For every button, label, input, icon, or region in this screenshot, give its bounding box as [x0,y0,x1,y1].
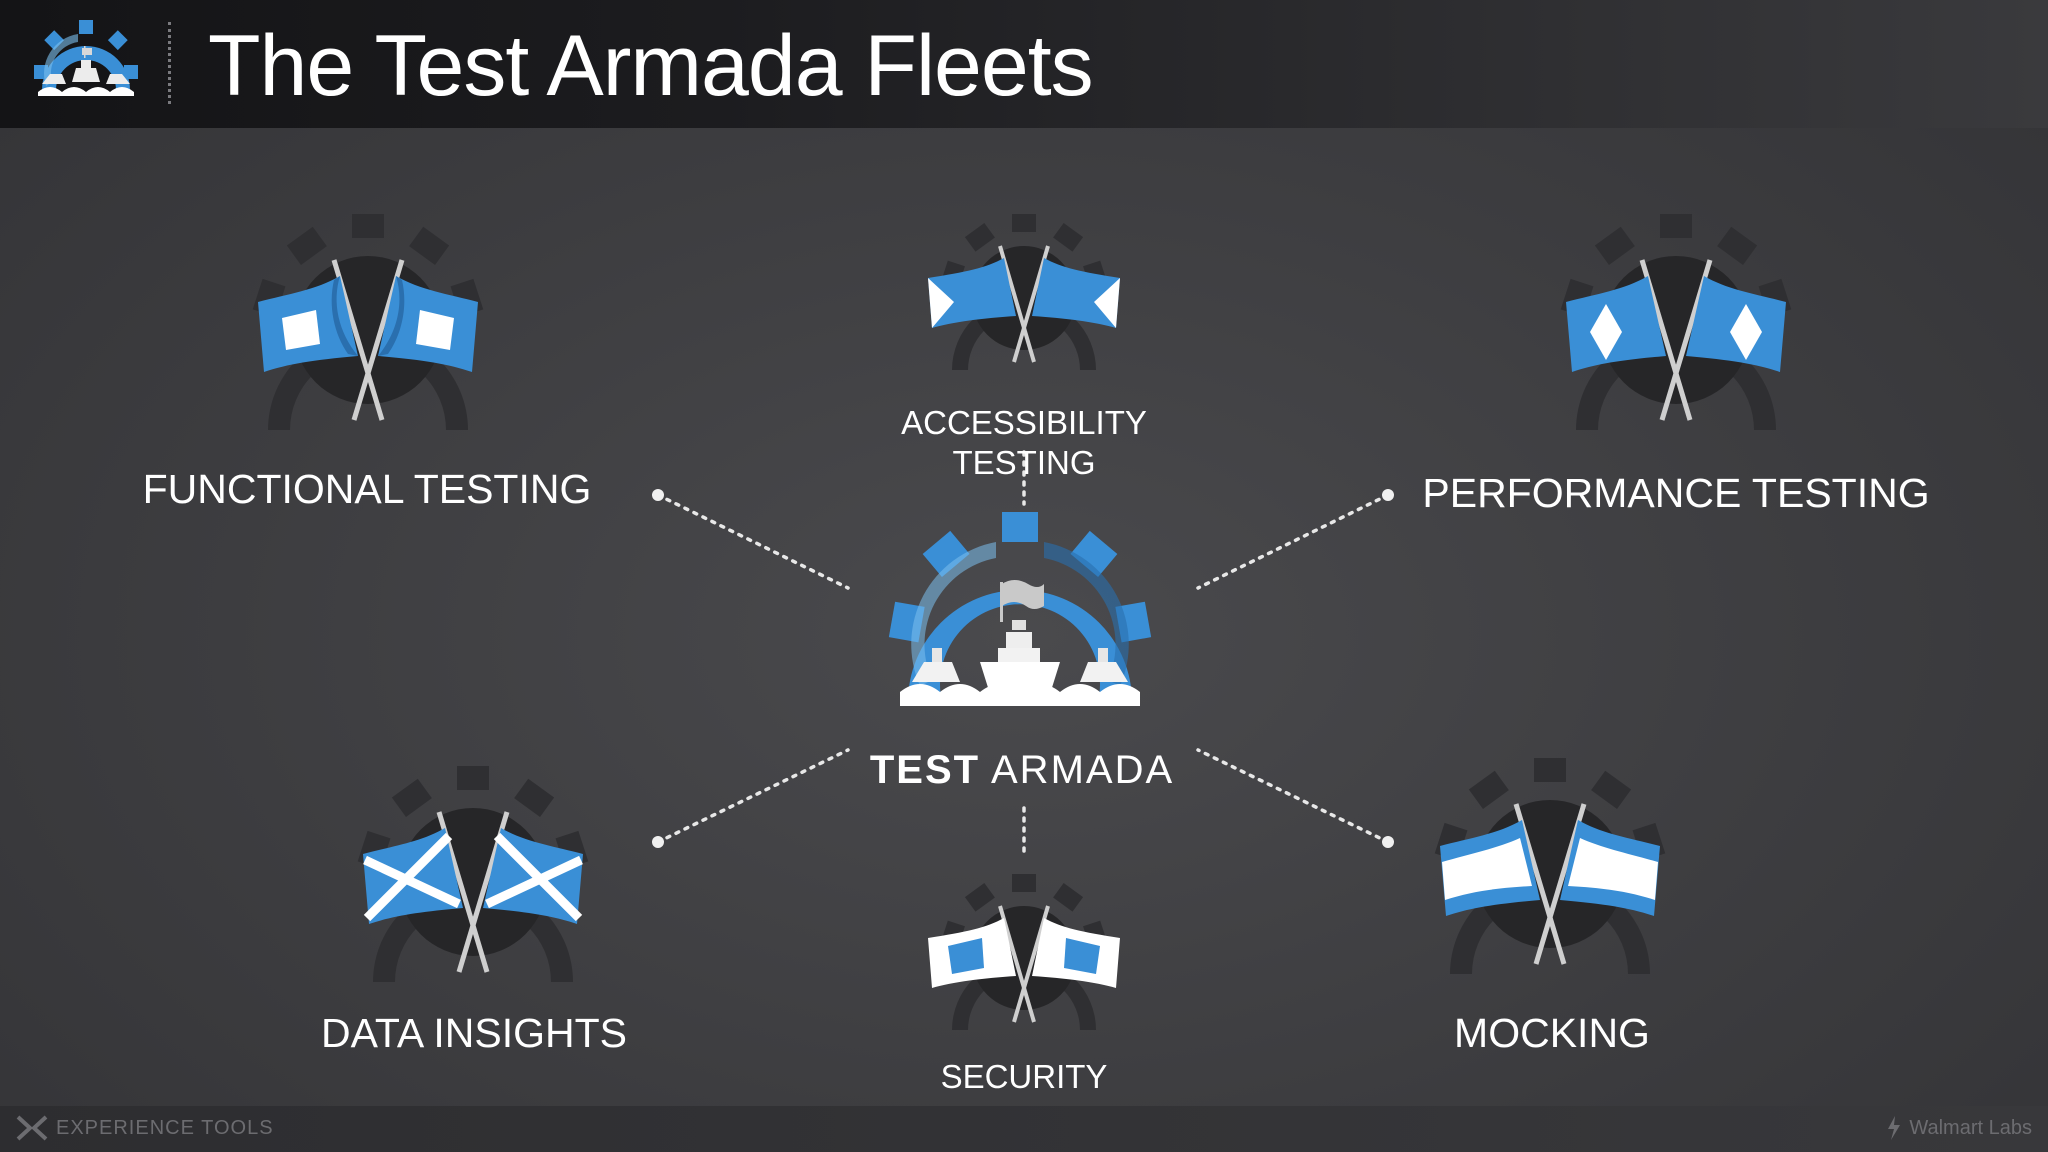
connector-mocking [1196,748,1390,844]
center-label-regular: ARMADA [991,748,1175,792]
connector-functional [656,493,850,590]
data-insights-emblem-icon [357,766,589,982]
functional-testing-emblem-icon [252,214,484,430]
header-bar: The Test Armada Fleets [0,0,2048,128]
footer-brand: EXPERIENCE TOOLS [14,1112,274,1144]
connector-performance [1196,493,1390,590]
footer-right: Walmart Labs [1885,1112,2032,1144]
security-emblem-icon [928,874,1120,1030]
fleet-label-performance: PERFORMANCE TESTING [1422,470,1930,516]
mocking-emblem-icon [1434,758,1666,974]
center-label-bold: TEST [869,748,981,792]
test-armada-center-logo-icon [888,512,1152,706]
fleet-label-mocking: MOCKING [1454,1010,1650,1056]
center-logo-label: TEST ARMADA [850,748,1194,793]
connector-dot [652,489,664,501]
accessibility-testing-emblem-icon [928,214,1120,370]
fleet-label-accessibility-line2: TESTING [952,444,1096,481]
fleet-label-accessibility-line1: ACCESSIBILITY [901,404,1147,441]
connector-data-insights [656,748,850,844]
header-divider [168,22,171,104]
connector-dot [652,836,664,848]
page-title: The Test Armada Fleets [208,18,1094,114]
footer-left-label: EXPERIENCE TOOLS [56,1116,274,1139]
footer-bar [0,1106,2048,1152]
test-armada-logo-icon [34,20,138,96]
fleet-label-security: SECURITY [940,1058,1108,1095]
experience-tools-logo-icon [16,1115,48,1141]
walmart-labs-logo-icon [1888,1116,1901,1140]
fleet-label-functional: FUNCTIONAL TESTING [142,466,592,512]
performance-testing-emblem-icon [1560,214,1792,430]
footer-right-label: Walmart Labs [1909,1116,2032,1139]
connector-dot [1382,489,1394,501]
fleet-label-data-insights: DATA INSIGHTS [320,1010,628,1056]
connector-dot [1382,836,1394,848]
